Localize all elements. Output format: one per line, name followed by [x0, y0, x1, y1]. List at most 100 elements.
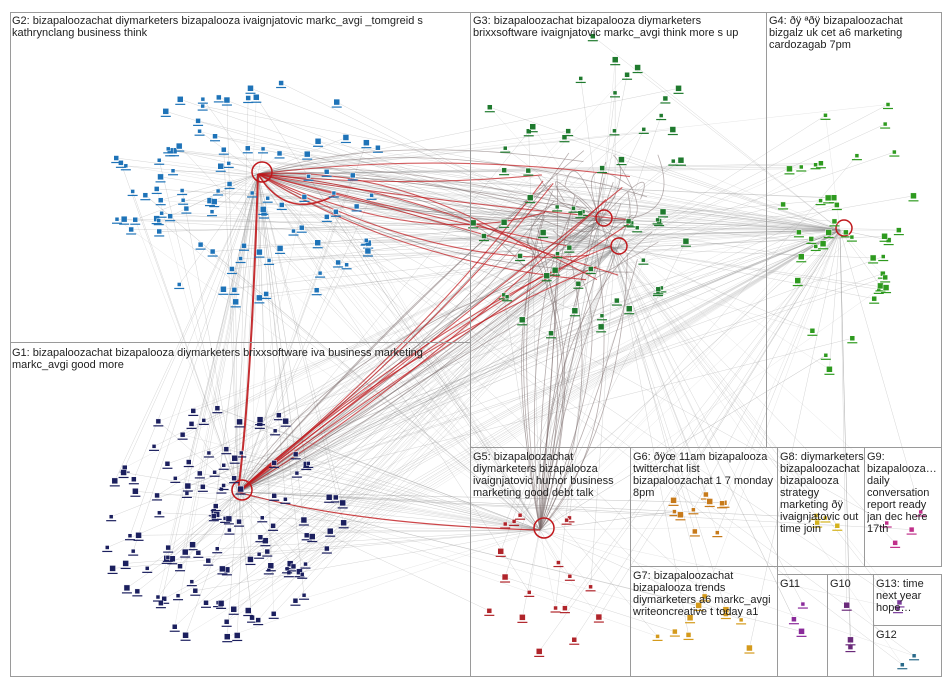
edge	[273, 525, 541, 531]
edge	[614, 151, 895, 249]
edge	[539, 529, 742, 621]
node	[556, 560, 561, 565]
group-label-g5: G5: bizapaloozachat diymarketers bizapal…	[473, 451, 614, 499]
node	[565, 128, 571, 134]
node	[130, 189, 135, 194]
node	[880, 254, 886, 259]
edge	[132, 191, 239, 493]
edge	[527, 219, 601, 249]
node	[236, 418, 243, 426]
node	[834, 202, 840, 208]
edge	[168, 148, 841, 231]
edge	[513, 229, 841, 522]
node	[262, 537, 269, 544]
edge	[539, 355, 826, 531]
node	[672, 509, 677, 514]
node	[715, 530, 720, 535]
edge	[599, 219, 824, 244]
edge	[335, 219, 601, 498]
node	[157, 173, 164, 181]
node	[230, 606, 237, 613]
node	[212, 503, 219, 509]
edge	[599, 219, 921, 513]
edge	[257, 172, 625, 240]
node	[113, 155, 120, 161]
edge	[330, 529, 541, 532]
edge	[198, 120, 601, 221]
node	[517, 253, 523, 259]
edge	[158, 421, 239, 493]
node	[555, 251, 560, 256]
node	[588, 584, 593, 590]
node	[291, 228, 296, 234]
edge	[147, 219, 601, 569]
node	[157, 197, 164, 203]
edge	[317, 141, 616, 249]
node	[309, 533, 316, 540]
group-box-g2	[10, 12, 471, 343]
node	[369, 193, 374, 198]
node	[796, 229, 802, 236]
node	[200, 96, 206, 102]
edge	[179, 173, 259, 567]
edge	[257, 173, 727, 615]
edge	[260, 219, 601, 538]
edge	[717, 229, 841, 533]
edge	[539, 529, 915, 656]
edge	[125, 165, 841, 231]
edge	[167, 229, 841, 464]
edge	[237, 289, 659, 493]
edge	[614, 247, 630, 309]
node	[132, 216, 138, 223]
node	[525, 167, 532, 174]
edge	[489, 107, 841, 231]
edge	[185, 173, 259, 553]
node	[179, 188, 185, 193]
node	[350, 172, 356, 179]
node	[109, 565, 116, 572]
node	[823, 515, 828, 521]
edge	[237, 182, 554, 493]
edge	[525, 238, 564, 531]
edge	[366, 240, 541, 531]
edge	[342, 247, 616, 504]
node	[111, 477, 119, 485]
edge	[237, 232, 846, 493]
edge	[257, 173, 887, 524]
node	[527, 590, 532, 595]
edge	[274, 495, 541, 531]
edge	[307, 153, 841, 231]
edge	[209, 200, 616, 249]
edge	[133, 173, 259, 552]
edge	[539, 251, 605, 531]
edge	[602, 167, 841, 231]
edge	[195, 529, 541, 591]
edge	[539, 355, 826, 531]
node	[201, 418, 207, 423]
edge	[839, 229, 886, 278]
edge	[125, 165, 616, 249]
node	[823, 353, 829, 358]
node	[264, 548, 271, 555]
edge	[168, 491, 239, 548]
edge	[116, 219, 541, 531]
edge	[182, 190, 841, 231]
node	[571, 307, 579, 314]
edge	[188, 173, 259, 463]
edge	[599, 154, 622, 221]
edge	[237, 197, 531, 493]
edge	[592, 36, 841, 231]
node	[267, 562, 275, 569]
node	[165, 544, 171, 551]
edge	[123, 472, 239, 493]
group-label-g12: G12	[876, 629, 897, 641]
edge	[257, 137, 565, 175]
node	[231, 454, 238, 462]
edge	[237, 491, 681, 515]
edge	[539, 511, 675, 531]
node	[236, 518, 242, 525]
node	[364, 247, 372, 255]
edge	[522, 229, 841, 320]
edge	[614, 247, 900, 603]
node	[247, 556, 254, 563]
